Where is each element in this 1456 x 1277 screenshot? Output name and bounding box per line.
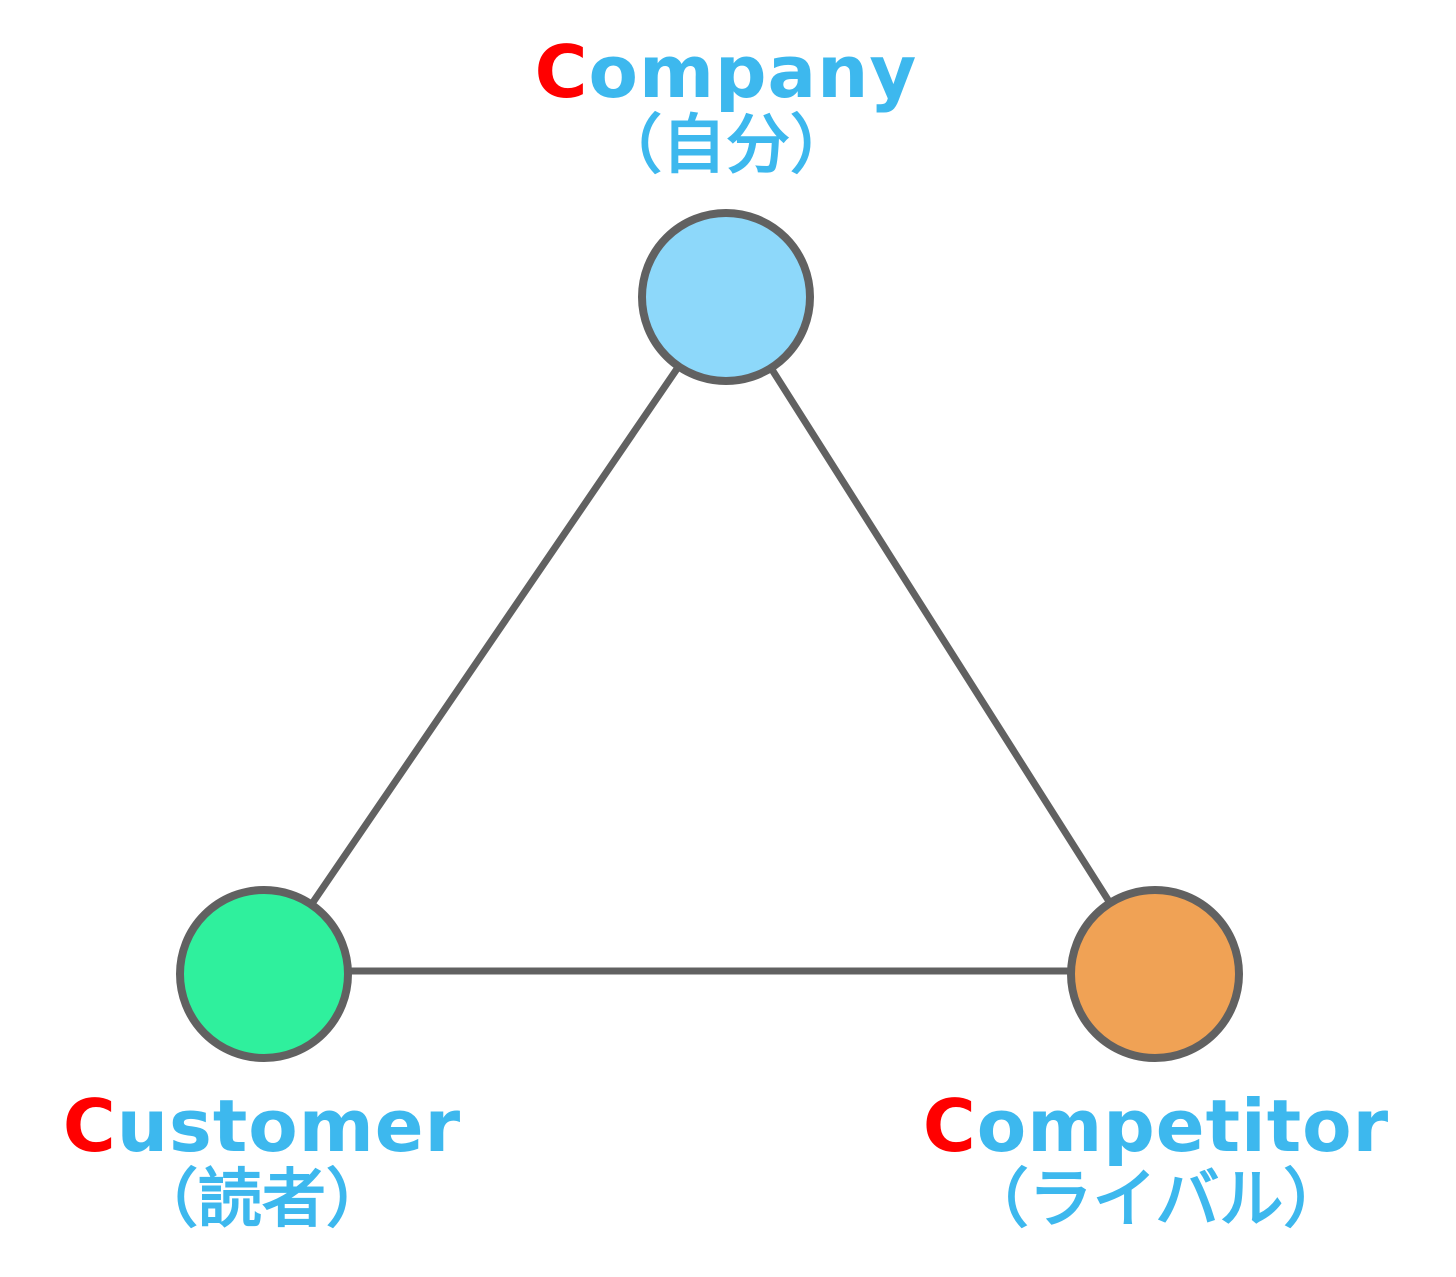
edges [260, 293, 1159, 978]
competitor-japanese: （ライバル） [964, 1163, 1348, 1237]
customer-label: Customer （読者） [0, 1090, 542, 1232]
customer-japanese: （読者） [134, 1163, 390, 1237]
competitor-initial: C [922, 1084, 977, 1168]
competitor-node [1067, 886, 1243, 1062]
competitor-name-rest: ompetitor [976, 1084, 1390, 1168]
competitor-name: Competitor [876, 1090, 1436, 1162]
customer-name: Customer [0, 1090, 542, 1162]
company-name-rest: ompany [588, 30, 918, 114]
nodes [176, 209, 1243, 1062]
company-node [638, 209, 814, 385]
edge-company-customer [260, 293, 730, 978]
customer-name-rest: ustomer [116, 1084, 462, 1168]
company-name: Company [446, 36, 1006, 108]
company-japanese: （自分） [598, 109, 854, 183]
customer-initial: C [62, 1084, 117, 1168]
competitor-label: Competitor （ライバル） [876, 1090, 1436, 1232]
customer-node [176, 886, 352, 1062]
company-label: Company （自分） [446, 36, 1006, 178]
company-initial: C [534, 30, 589, 114]
edge-company-competitor [722, 293, 1159, 978]
